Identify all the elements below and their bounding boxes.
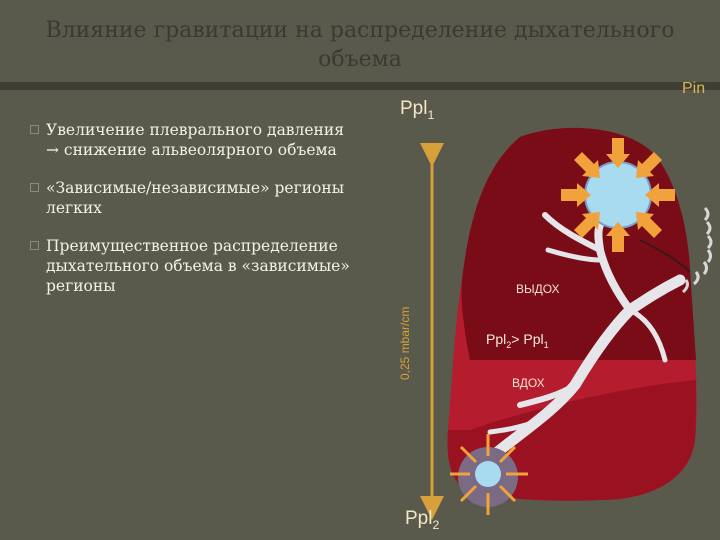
bullet-item: Преимущественное распределение дыхательн…	[30, 236, 360, 296]
trachea	[681, 206, 713, 294]
lower-alveolus	[475, 461, 501, 487]
bullet-item: «Зависимые/независимые» регионы легких	[30, 178, 360, 218]
bullet-text: Увеличение плеврального давления → сниже…	[46, 121, 344, 159]
top-pleural-pressure-label: Ppl1	[400, 98, 435, 122]
bullet-list: Увеличение плеврального давления → сниже…	[30, 120, 360, 314]
bullet-square-icon	[30, 125, 39, 134]
title-divider	[0, 82, 720, 90]
bullet-square-icon	[30, 241, 39, 250]
upper-pressure-arrows	[561, 138, 675, 252]
pressure-comparison-label: Ppl2> Ppl1	[486, 331, 549, 350]
bullet-square-icon	[30, 183, 39, 192]
bullet-item: Увеличение плеврального давления → сниже…	[30, 120, 360, 160]
bottom-pleural-pressure-label: Ppl2	[405, 508, 440, 532]
slide-title: Влияние гравитации на распределение дыха…	[45, 18, 675, 72]
gradient-axis-label: 0,25 mbar/cm	[398, 306, 412, 380]
inhale-label: ВДОХ	[512, 376, 545, 390]
airway-pressure-label: Pin	[682, 80, 706, 97]
bronchus-outline	[639, 239, 691, 273]
exhale-label: ВЫДОХ	[516, 282, 560, 296]
lower-pressure-arrows	[450, 434, 528, 515]
bullet-text: «Зависимые/независимые» регионы легких	[46, 179, 345, 217]
bullet-text: Преимущественное распределение дыхательн…	[46, 237, 350, 295]
